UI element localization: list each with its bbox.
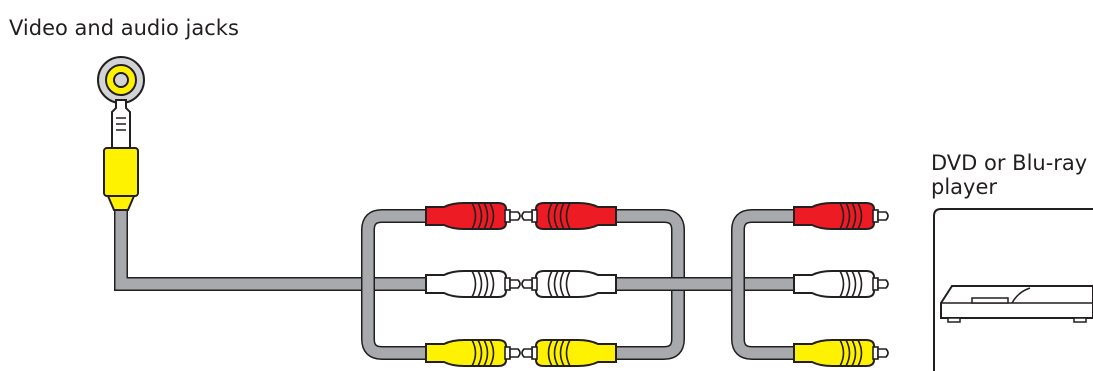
- white-audio-plug: [425, 270, 521, 298]
- yellow-video-plug-vertical: [103, 99, 139, 211]
- middle-plug-set: [522, 203, 616, 366]
- white-audio-plug: [793, 270, 889, 298]
- yellow-video-plug: [793, 339, 889, 367]
- dvd-player-label: DVD or Blu-ray player: [931, 151, 1088, 199]
- red-audio-plug: [522, 203, 616, 229]
- yellow-video-plug: [425, 339, 521, 367]
- red-audio-plug: [793, 202, 889, 230]
- right-plug-set: [793, 202, 889, 367]
- video-audio-jacks-label: Video and audio jacks: [9, 16, 239, 40]
- left-cable-loop: [361, 209, 440, 360]
- red-audio-plug: [425, 202, 521, 230]
- dvd-player-icon: [933, 208, 1093, 371]
- middle-cable-loop: [600, 209, 804, 360]
- left-plug-set: [425, 202, 521, 367]
- white-audio-plug: [522, 271, 616, 297]
- right-cable-loop: [731, 209, 804, 360]
- yellow-video-plug: [522, 340, 616, 366]
- rca-jack-icon: [97, 56, 145, 104]
